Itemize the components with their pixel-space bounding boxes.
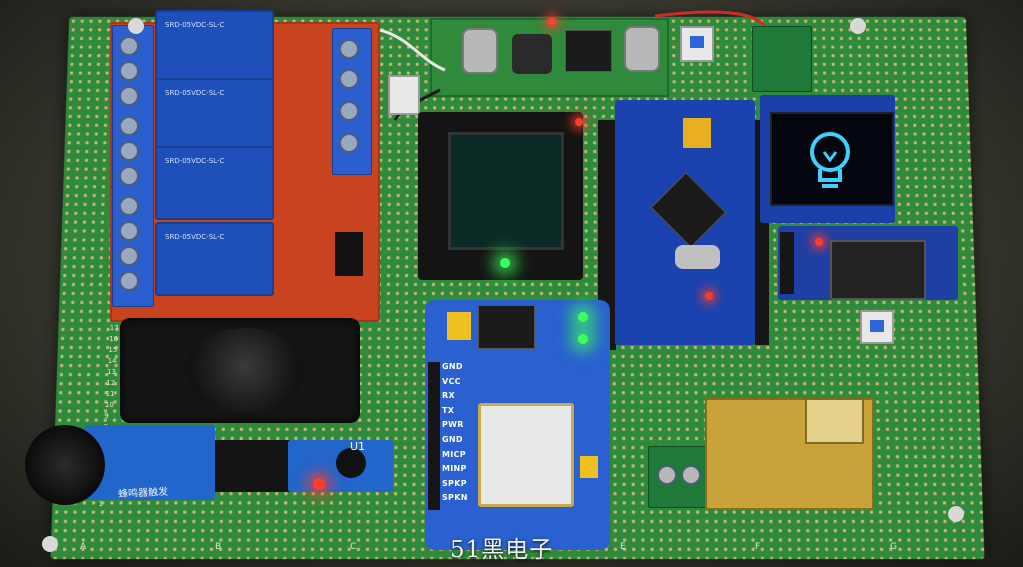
relay-2: SRD-05VDC-SL-C [155, 78, 274, 152]
lightbulb-icon [810, 132, 850, 188]
crystal [675, 245, 720, 269]
gsm-pin-labels: GND VCC RX TX PWR GND MICP MINP SPKP SPKN [442, 362, 482, 512]
oled-screen [770, 112, 894, 206]
stm32-red-led [705, 292, 713, 300]
relay-3: SRD-05VDC-SL-C [155, 146, 274, 220]
corner-led-bottom-right [948, 506, 964, 522]
row-number: 9 [104, 412, 109, 420]
column-letter: G [890, 542, 897, 552]
row-number: 10 [104, 401, 114, 409]
watermark-text: 51黑电子 [450, 537, 554, 563]
capacitor-left [462, 28, 498, 74]
gsm-header [428, 362, 440, 510]
gsm-pin-label: TX [442, 405, 455, 415]
gsm-yellow-cap [447, 312, 471, 340]
row-number: 11 [105, 390, 115, 398]
stm32-left-header [598, 120, 616, 350]
column-letter: C [350, 542, 357, 552]
column-letter: E [620, 542, 626, 552]
push-button-right [860, 310, 894, 344]
relay-input-terminals [332, 28, 372, 175]
corner-led-top-left [128, 18, 144, 34]
gsm-green-led-1 [578, 312, 588, 322]
row-number: 13 [107, 368, 116, 376]
row-number: 12 [106, 379, 116, 387]
gsm-pin-label: PWR [442, 420, 464, 430]
buzzer [25, 425, 105, 505]
bluetooth-header [780, 232, 794, 294]
gsm-pin-label: GND [442, 362, 463, 371]
row-number: 1 [98, 500, 104, 508]
column-letter: F [755, 542, 761, 552]
gsm-regulator [478, 305, 535, 349]
gsm-chip [478, 403, 574, 507]
gsm-pin-label: MINP [442, 464, 467, 474]
gsm-pin-label: VCC [442, 376, 461, 386]
sensor-dome [336, 448, 366, 478]
gsm-pin-label: SPKN [442, 493, 468, 503]
lcd-green-led [500, 258, 510, 268]
power-terminal [752, 26, 812, 92]
row-number: 14 [107, 357, 117, 365]
push-button-top [680, 26, 714, 62]
gsm-pin-label: RX [442, 391, 455, 401]
speaker-cone [185, 328, 305, 413]
push-button-left [388, 75, 420, 115]
row-number: 16 [109, 335, 119, 343]
bluetooth-red-led [815, 238, 823, 246]
gsm-pin-label: GND [442, 435, 463, 444]
gsm-yellow-cap-2 [580, 456, 598, 478]
relay-4: SRD-05VDC-SL-C [155, 222, 274, 296]
corner-led-top-right [850, 18, 866, 34]
gsm-green-led-2 [578, 334, 588, 344]
relay-jumper-header [335, 232, 363, 276]
column-letter: B [215, 542, 222, 552]
regulator-ic [565, 30, 612, 72]
buzzer-module-board [85, 425, 215, 500]
power-red-led [548, 18, 556, 26]
sensor-connector [215, 440, 290, 492]
lcd-red-led [575, 118, 583, 126]
relay-1: SRD-05VDC-SL-C [155, 10, 274, 84]
lcd-screen [448, 132, 564, 250]
gsm-pin-label: SPKP [442, 478, 467, 488]
inductor [512, 34, 552, 74]
column-letter: A [80, 542, 87, 552]
gas-sensor-window [805, 398, 864, 444]
boot-jumpers [683, 118, 711, 148]
bluetooth-chip [830, 240, 926, 300]
corner-led-bottom-left [42, 536, 58, 552]
row-number: 17 [109, 324, 119, 332]
relay-screw-terminals [112, 25, 154, 307]
capacitor-right [624, 26, 660, 72]
sensor-red-led [313, 478, 325, 490]
row-number: 15 [108, 346, 118, 354]
sensor-label: U1 [350, 440, 366, 453]
sensor-terminal [648, 446, 710, 508]
gsm-pin-label: MICP [442, 449, 466, 459]
